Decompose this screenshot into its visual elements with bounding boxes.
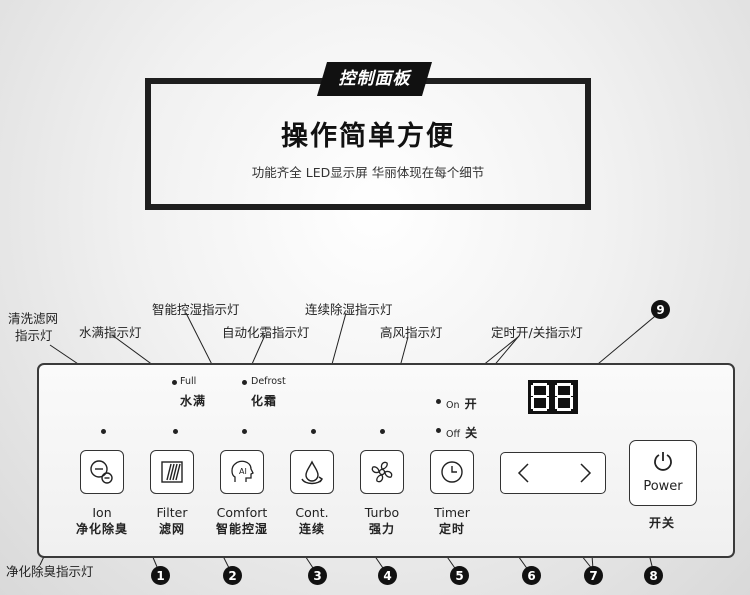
callout-2: 2	[223, 566, 242, 585]
off-indicator	[436, 428, 441, 433]
led-display	[528, 380, 578, 414]
on-group: On 开	[446, 393, 478, 412]
defrost-cn-label: 化霜	[251, 394, 278, 408]
cont-label: Cont.	[295, 505, 329, 520]
callout-9: 9	[651, 300, 670, 319]
turbo-label: Turbo	[364, 505, 400, 520]
filter-icon	[161, 461, 183, 483]
power-button[interactable]: Power	[629, 440, 697, 506]
defrost-indicator	[242, 380, 247, 385]
on-indicator	[436, 399, 441, 404]
title-badge-bg	[317, 62, 432, 96]
callout-5: 5	[450, 566, 469, 585]
cont-button[interactable]	[290, 450, 334, 494]
chevron-left-icon	[517, 463, 529, 483]
comfort-label: Comfort	[216, 505, 268, 520]
power-label: Power	[643, 479, 683, 494]
full-indicator	[172, 380, 177, 385]
ann-continuous: 连续除湿指示灯	[305, 302, 393, 317]
callout-6: 6	[522, 566, 541, 585]
timer-cn-label: 定时	[438, 522, 465, 536]
power-cn-label: 开关	[649, 516, 676, 530]
ann-water-full: 水满指示灯	[79, 325, 142, 340]
ion-icon	[90, 460, 113, 484]
comfort-cn-label: 智能控湿	[215, 522, 268, 536]
power-icon	[654, 452, 672, 471]
ann-auto-defrost: 自动化霜指示灯	[222, 325, 310, 340]
ann-wash-filter: 清洗滤网	[8, 311, 59, 326]
fan-icon	[371, 461, 393, 483]
comfort-button[interactable]: AI	[220, 450, 264, 494]
off-cn-label: 关	[465, 426, 479, 440]
off-group: Off 关	[446, 422, 478, 441]
full-cn-label: 水满	[180, 394, 207, 408]
callout-1: 1	[151, 566, 170, 585]
turbo-cn-label: 强力	[368, 522, 395, 536]
filter-indicator	[173, 429, 178, 434]
cont-cn-label: 连续	[298, 522, 325, 536]
defrost-label: Defrost	[251, 376, 286, 387]
ann-turbo: 高风指示灯	[380, 325, 443, 340]
chevron-right-icon	[580, 463, 592, 483]
turbo-indicator	[380, 429, 385, 434]
cont-indicator	[311, 429, 316, 434]
ann-smart-humidity: 智能控湿指示灯	[152, 302, 240, 317]
timer-label: Timer	[434, 505, 470, 520]
full-label: Full	[180, 376, 197, 387]
on-label: On	[446, 400, 460, 411]
callout-7: 7	[584, 566, 603, 585]
timer-button[interactable]	[430, 450, 474, 494]
ann-timer-onoff: 定时开/关指示灯	[491, 325, 583, 340]
ion-label: Ion	[92, 505, 112, 520]
comfort-indicator	[242, 429, 247, 434]
off-label: Off	[446, 429, 461, 440]
water-drop-icon	[301, 460, 323, 485]
ion-cn-label: 净化除臭	[75, 522, 128, 536]
ion-indicator	[101, 429, 106, 434]
ann-wash-filter-2: 指示灯	[15, 328, 53, 343]
svg-text:AI: AI	[239, 467, 247, 476]
left-arrow-button[interactable]	[504, 456, 544, 490]
turbo-button[interactable]	[360, 450, 404, 494]
filter-button[interactable]	[150, 450, 194, 494]
on-cn-label: 开	[464, 397, 478, 411]
filter-label: Filter	[156, 505, 188, 520]
callout-3: 3	[308, 566, 327, 585]
subline: 功能齐全 LED显示屏 华丽体现在每个细节	[251, 165, 485, 180]
ion-button[interactable]	[80, 450, 124, 494]
ann-ion: 净化除臭指示灯	[6, 564, 94, 579]
right-arrow-button[interactable]	[565, 456, 605, 490]
callout-8: 8	[644, 566, 663, 585]
ai-head-icon: AI	[231, 460, 254, 482]
filter-cn-label: 滤网	[158, 522, 185, 536]
callout-4: 4	[378, 566, 397, 585]
adjust-button-group	[500, 452, 606, 494]
title-badge: 控制面板	[338, 69, 411, 89]
headline: 操作简单方便	[281, 121, 455, 152]
clock-icon	[441, 461, 463, 483]
